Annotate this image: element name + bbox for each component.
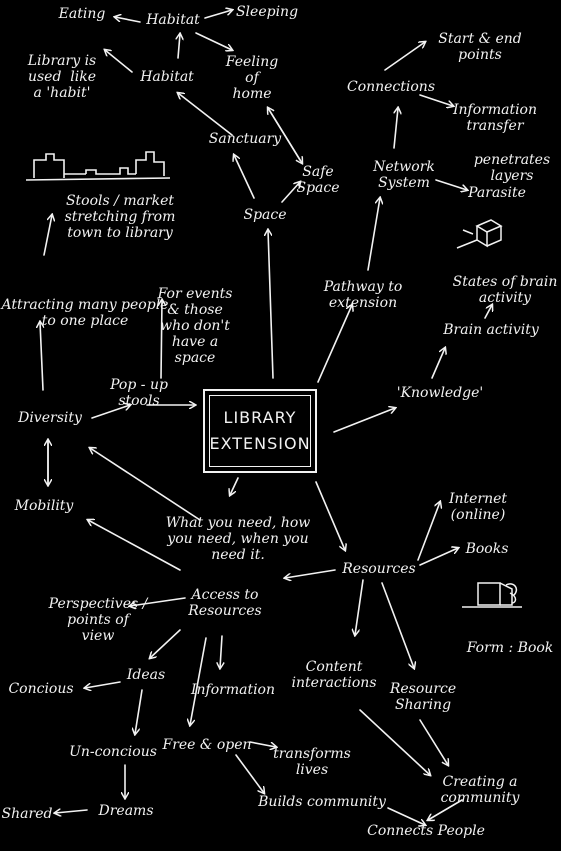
node-information: Information (190, 682, 276, 698)
node-perspectives: Perspectives / points of view (48, 596, 148, 644)
node-shared: Shared (1, 806, 53, 822)
node-attracting: Attracting many people to one place (1, 297, 169, 329)
node-connections: Connections (346, 79, 436, 95)
node-dreams: Dreams (98, 803, 154, 819)
node-habitat-top: Habitat (146, 12, 200, 28)
node-network-system: Network System (373, 159, 435, 191)
market-stalls-sketch (25, 151, 171, 181)
node-internet: Internet (online) (448, 491, 508, 523)
node-form-book: Form : Book (466, 640, 554, 656)
node-ideas: Ideas (126, 667, 166, 683)
node-books: Books (465, 541, 509, 557)
node-for-events: For events & those who don't have a spac… (157, 286, 233, 366)
node-space: Space (243, 207, 287, 223)
node-what-you-need: What you need, how you need, when you ne… (165, 515, 311, 563)
node-popup-stools: Pop - up stools (110, 377, 168, 409)
node-pathway-extension: Pathway to extension (323, 279, 403, 311)
node-resources: Resources (342, 561, 416, 577)
node-access-to-resources: Access to Resources (188, 587, 262, 619)
node-free-open: Free & open (162, 737, 252, 753)
node-parasite: Parasite (468, 185, 526, 201)
parasite-cube-sketch (456, 219, 503, 249)
library-extension-box (203, 389, 317, 473)
node-start-end-points: Start & end points (438, 31, 522, 63)
node-concious: Concious (8, 681, 74, 697)
node-stools-market: Stools / market stretching from town to … (64, 193, 176, 241)
node-connects-people: Connects People (367, 823, 485, 839)
node-sleeping: Sleeping (235, 4, 299, 20)
library-extension-title: LIBRARY EXTENSION (209, 408, 311, 453)
node-creating-community: Creating a community (440, 774, 520, 806)
node-habitat-second: Habitat (140, 69, 194, 85)
node-sanctuary: Sanctuary (208, 131, 282, 147)
node-knowledge: 'Knowledge' (396, 385, 484, 401)
node-un-concious: Un-concious (69, 744, 157, 760)
node-builds-community: Builds community (258, 794, 386, 810)
node-safe-space: Safe Space (296, 164, 340, 196)
book-form-sketch (462, 582, 522, 608)
node-states-brain: States of brain activity (452, 274, 558, 306)
node-feeling-of-home: Feeling of home (225, 54, 279, 102)
node-diversity: Diversity (18, 410, 82, 426)
node-library-habit: Library is used like a 'habit' (27, 53, 97, 101)
node-eating: Eating (58, 6, 106, 22)
node-content-interactions: Content interactions (291, 659, 377, 691)
node-transforms-lives: transforms lives (273, 746, 351, 778)
node-resource-sharing: Resource Sharing (389, 681, 457, 713)
node-mobility: Mobility (14, 498, 74, 514)
node-penetrates-layers: penetrates layers (473, 152, 551, 184)
node-information-transfer: Information transfer (452, 102, 538, 134)
node-brain-activity: Brain activity (443, 322, 539, 338)
